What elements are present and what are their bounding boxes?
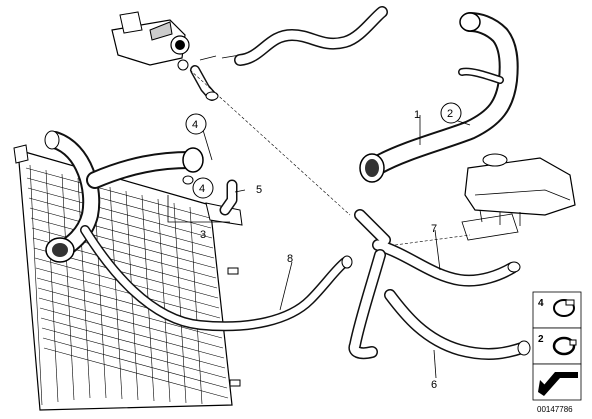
clamp-legend: 4 2 xyxy=(532,291,582,401)
svg-text:2: 2 xyxy=(538,334,544,345)
callout-5: 5 xyxy=(256,184,262,196)
clamp-4-icon xyxy=(553,299,575,317)
thermostat-housing xyxy=(111,11,241,71)
callout-6: 6 xyxy=(431,379,437,391)
expansion-tank xyxy=(461,153,576,241)
bracket-3 xyxy=(167,195,230,223)
svg-text:4: 4 xyxy=(199,183,205,195)
hose-7 xyxy=(348,209,521,360)
callout-1: 1 xyxy=(414,109,420,121)
leader-lines xyxy=(202,115,471,379)
svg-text:8: 8 xyxy=(287,253,293,265)
callout-3: 3 xyxy=(200,229,206,241)
callout-7: 7 xyxy=(431,223,437,235)
svg-text:2: 2 xyxy=(447,108,453,120)
callout-2: 2 xyxy=(440,102,462,124)
hose-1 xyxy=(359,12,519,183)
orientation-arrow-icon xyxy=(538,372,578,396)
callout-4-lower: 4 xyxy=(192,177,214,199)
svg-text:7: 7 xyxy=(431,223,437,235)
hose-8 xyxy=(80,225,353,332)
svg-text:5: 5 xyxy=(256,184,262,196)
svg-text:4: 4 xyxy=(538,298,544,309)
hose-3 xyxy=(44,130,204,263)
svg-text:4: 4 xyxy=(192,119,198,131)
svg-text:3: 3 xyxy=(200,229,206,241)
callout-8: 8 xyxy=(287,253,293,265)
svg-text:1: 1 xyxy=(414,109,420,121)
reference-line xyxy=(189,69,351,216)
clamp-2-icon xyxy=(552,336,577,356)
diagram-code: 00147786 xyxy=(537,405,573,414)
hose-6 xyxy=(384,289,531,360)
svg-text:6: 6 xyxy=(431,379,437,391)
callout-4-top: 4 xyxy=(185,113,207,135)
reference-line xyxy=(394,234,471,246)
